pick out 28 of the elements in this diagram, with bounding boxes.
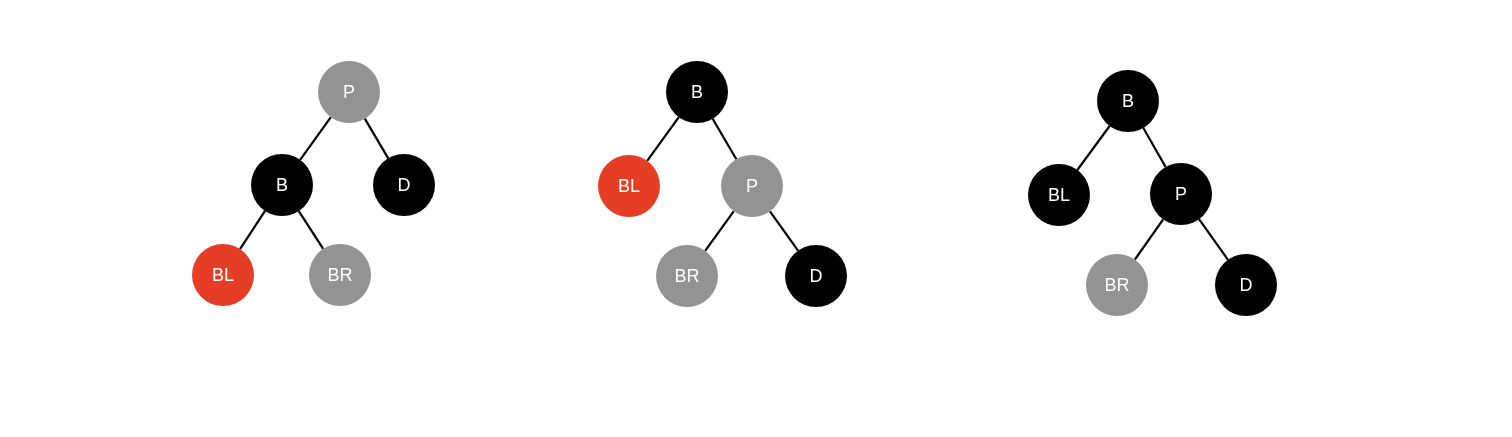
node-label: BL	[618, 175, 640, 197]
node-label: B	[276, 174, 288, 196]
node-label: BL	[1048, 184, 1070, 206]
tree-edge	[297, 210, 325, 250]
node-label: D	[1239, 274, 1253, 296]
node-label: BR	[674, 265, 700, 287]
node-label: D	[809, 265, 823, 287]
node-label: P	[1175, 183, 1187, 205]
node-label: P	[343, 81, 355, 103]
node-label: P	[746, 175, 758, 197]
tree-edge	[704, 210, 735, 252]
tree-edge	[239, 210, 266, 250]
tree-edge	[1198, 218, 1229, 261]
tree-edge	[646, 116, 680, 162]
tree-edge	[711, 118, 738, 160]
tree-edge	[299, 116, 332, 161]
node-label: B	[691, 81, 703, 103]
node-label: BR	[327, 264, 353, 286]
node-label: B	[1122, 90, 1134, 112]
tree-edge	[1142, 127, 1167, 168]
node-label: BR	[1104, 274, 1130, 296]
node-label: D	[397, 174, 411, 196]
tree-edge	[1133, 218, 1165, 261]
tree-edge	[1076, 125, 1111, 171]
node-label: BL	[212, 264, 234, 286]
tree-node-circle	[251, 154, 313, 216]
tree-edge	[363, 118, 390, 159]
tree-edge	[769, 210, 799, 252]
